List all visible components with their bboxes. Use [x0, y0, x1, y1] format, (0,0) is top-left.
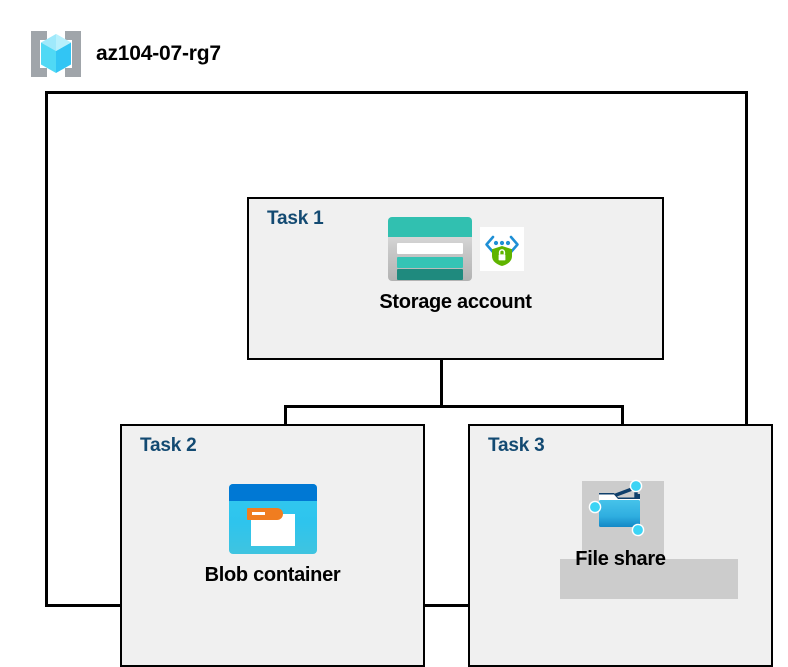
task-panel-3[interactable]: Task 3 [468, 424, 773, 667]
file-share-icon-group [588, 474, 654, 538]
storage-icon-bar-2 [396, 257, 463, 268]
storage-icon-header [387, 217, 472, 237]
page-title: az104-07-rg7 [96, 42, 221, 65]
blob-container-icon-group [228, 484, 317, 554]
bracket-right-icon [65, 31, 81, 77]
diagram-header: az104-07-rg7 [30, 28, 221, 80]
blob-icon-tab [246, 508, 283, 520]
storage-icon-bar-1 [396, 243, 463, 254]
storage-account-icon [387, 217, 472, 281]
storage-account-label: Storage account [379, 291, 532, 313]
resource-group-container: Task 1 [45, 91, 773, 667]
blob-container-icon [228, 484, 317, 554]
resource-group-icon [30, 28, 82, 80]
blob-container-node[interactable]: Blob container [122, 484, 423, 587]
connector-storage-to-branch [440, 360, 443, 407]
file-share-label: File share [575, 548, 666, 570]
storage-account-icon-group [387, 217, 524, 281]
bracket-left-icon [31, 31, 47, 77]
task-3-label: Task 3 [488, 435, 545, 456]
cube-icon [41, 34, 71, 73]
file-share-icon [588, 474, 654, 538]
connector-branch-bar [284, 405, 624, 408]
storage-account-node[interactable]: Storage account [249, 217, 662, 314]
storage-icon-bar-3 [396, 269, 463, 280]
blob-container-label: Blob container [204, 564, 341, 586]
task-panel-1[interactable]: Task 1 [247, 197, 664, 360]
blob-icon-header [228, 484, 317, 501]
task-1-label: Task 1 [267, 208, 324, 229]
file-share-node[interactable]: File share [470, 474, 771, 571]
file-share-label-selection-highlight [560, 559, 738, 599]
task-2-label: Task 2 [140, 435, 197, 456]
storage-encryption-icon [479, 227, 524, 271]
task-panel-2[interactable]: Task 2 Blob container [120, 424, 425, 667]
